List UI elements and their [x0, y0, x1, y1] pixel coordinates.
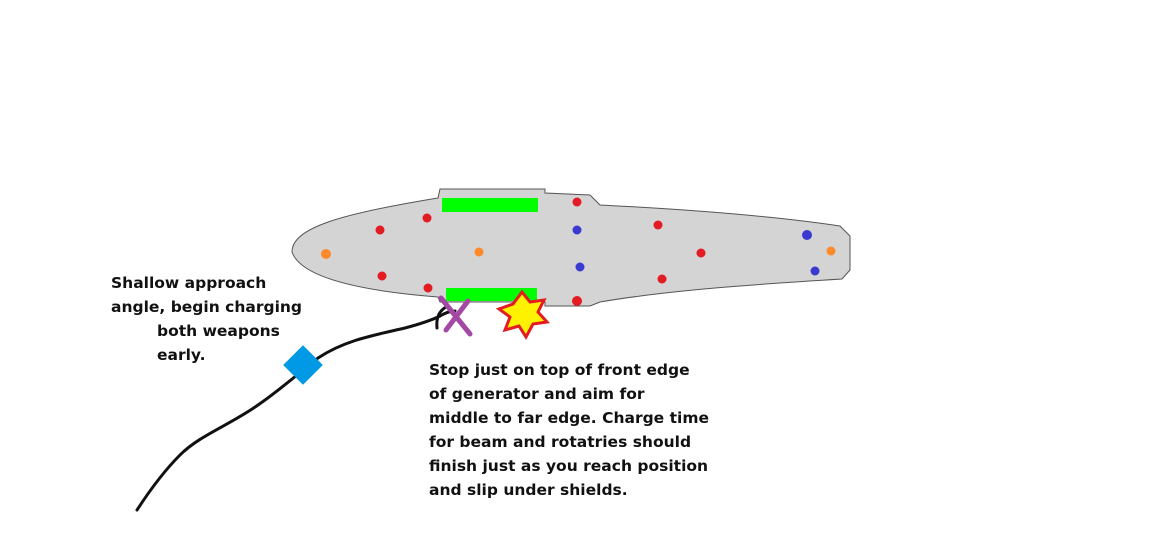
generator-bottom	[446, 288, 537, 301]
position-note-line: for beam and rotatries should	[429, 433, 692, 451]
approach-note-line: angle, begin charging	[111, 298, 303, 316]
target-cross-icon	[438, 295, 473, 337]
blue-nodes	[572, 225, 820, 276]
red-node	[572, 296, 582, 306]
orange-node	[474, 247, 484, 257]
blue-node	[810, 266, 820, 276]
red-node	[657, 274, 667, 284]
blue-node	[572, 225, 582, 235]
blue-node	[575, 262, 585, 272]
generator-top	[442, 198, 538, 212]
position-note-line: middle to far edge. Charge time	[429, 409, 709, 427]
red-node	[377, 271, 387, 281]
position-note: Stop just on top of front edge of genera…	[429, 358, 709, 502]
approach-note-line: Shallow approach	[111, 274, 267, 292]
approach-note-line: both weapons	[157, 322, 280, 340]
position-note-line: of generator and aim for	[429, 385, 645, 403]
red-nodes	[375, 197, 706, 306]
orange-node	[826, 246, 836, 256]
position-note-line: and slip under shields.	[429, 481, 628, 499]
player-ship-icon	[283, 345, 323, 385]
position-note-line: Stop just on top of front edge	[429, 361, 690, 379]
approach-note: Shallow approach angle, begin charging b…	[111, 271, 302, 367]
red-node	[653, 220, 663, 230]
approach-path	[135, 314, 442, 512]
enemy-ship-hull	[291, 188, 851, 307]
explosion-icon	[495, 289, 550, 340]
red-node	[696, 248, 706, 258]
orange-node	[321, 249, 331, 259]
blue-node	[802, 230, 812, 240]
red-node	[572, 197, 582, 207]
position-note-line: finish just as you reach position	[429, 457, 709, 475]
red-node	[422, 213, 432, 223]
red-node	[423, 283, 433, 293]
approach-note-line: early.	[157, 346, 206, 364]
red-node	[375, 225, 385, 235]
orange-nodes	[321, 246, 836, 259]
